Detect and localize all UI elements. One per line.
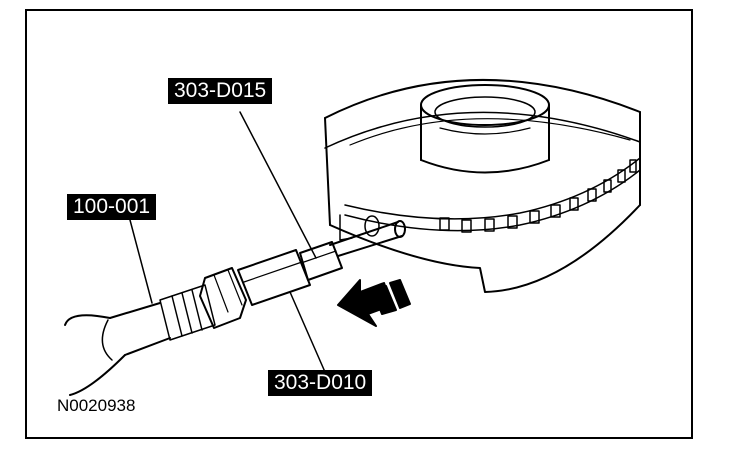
callout-100-001: 100-001: [67, 194, 157, 220]
gear-ring: [324, 78, 641, 293]
figure-number: N0020938: [57, 396, 136, 415]
leader-lines: [129, 111, 326, 373]
gear-teeth: [439, 159, 637, 233]
threaded-fitting: [159, 284, 216, 341]
callout-303-d010: 303-D010: [268, 370, 373, 396]
gear-hub: [420, 84, 550, 174]
callout-303-d015: 303-D015: [168, 78, 273, 104]
adapter-303-d010: [237, 249, 311, 306]
hose-100-001: [64, 302, 171, 396]
hex-nut: [199, 267, 247, 329]
probe-rod: [329, 215, 406, 257]
direction-arrow-icon: [337, 279, 411, 327]
diagram-frame: [25, 9, 693, 439]
